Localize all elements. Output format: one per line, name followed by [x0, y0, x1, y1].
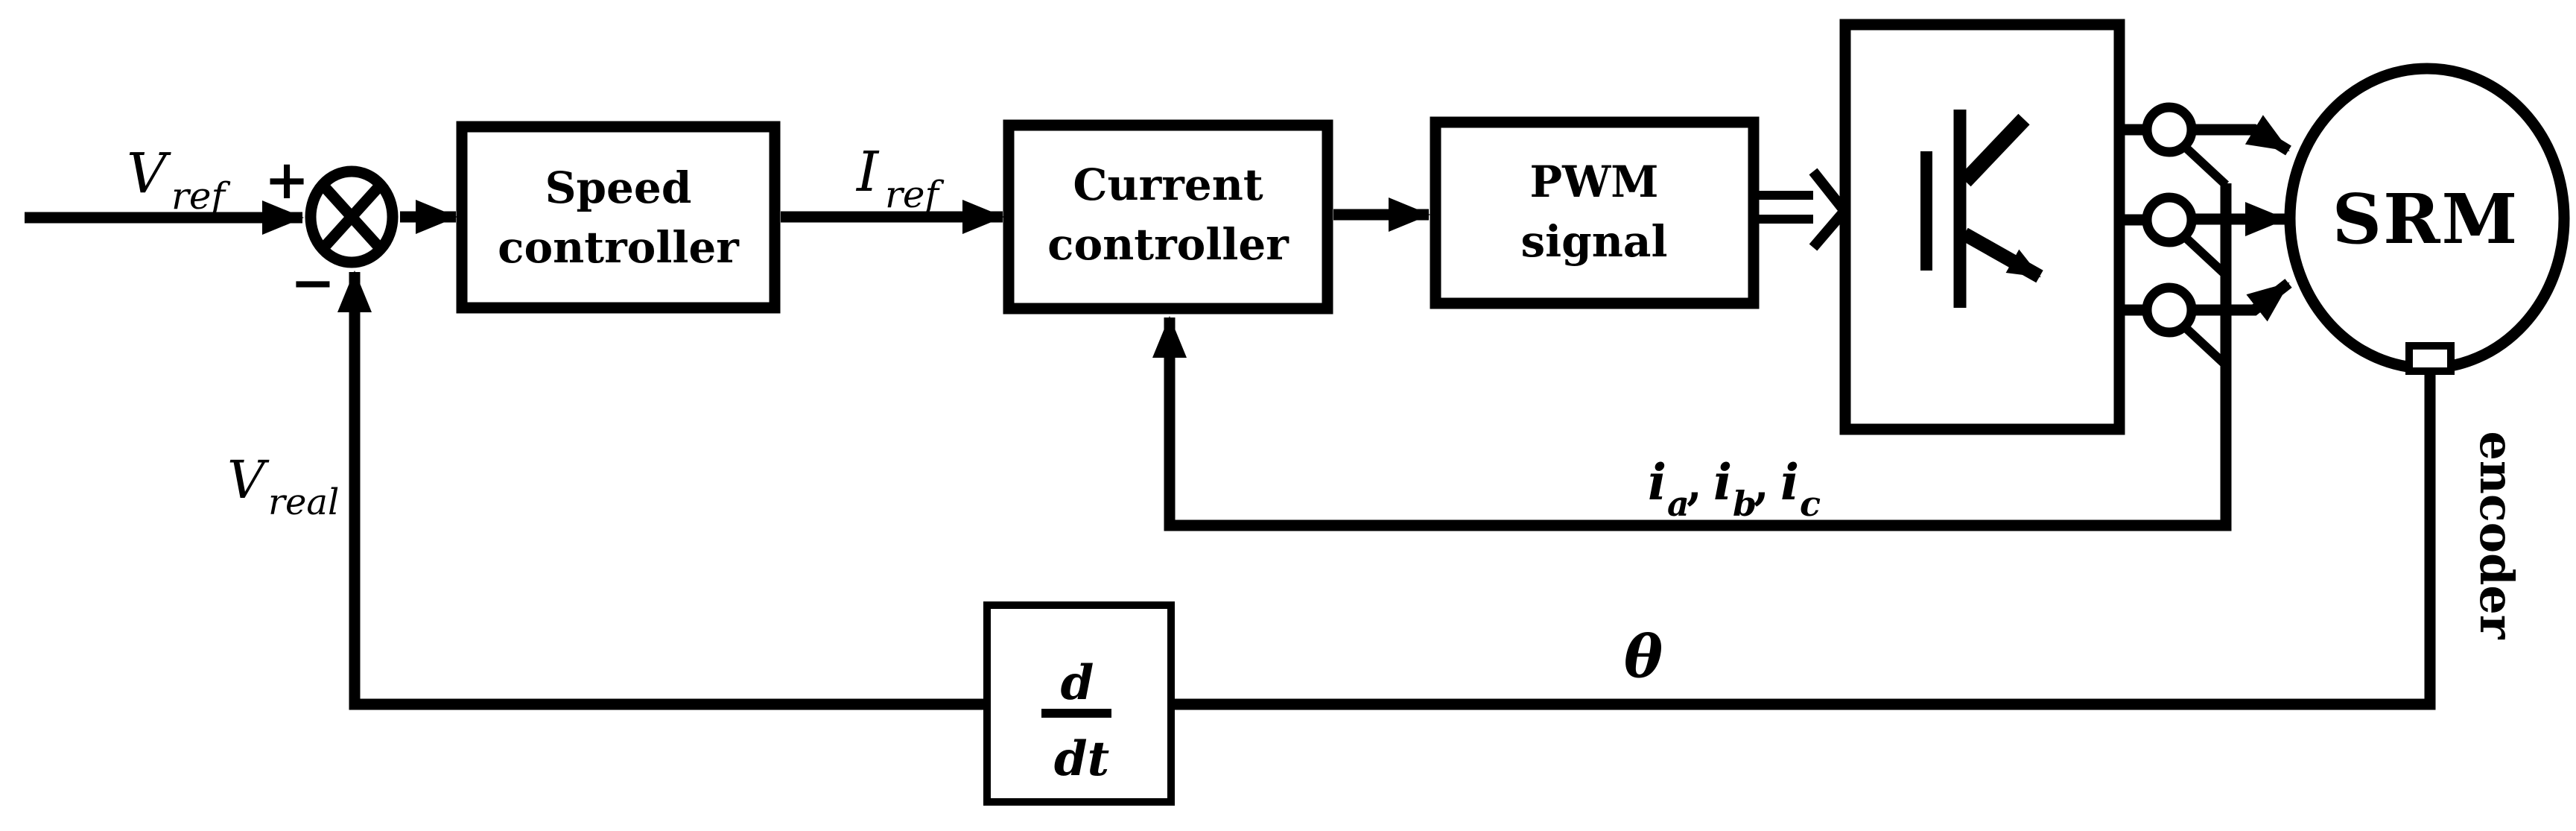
summing-junction-cross: [319, 181, 384, 253]
vreal-subscript: real: [268, 481, 339, 523]
sensor-a-tap-line: [2180, 142, 2230, 189]
sensor-a-icon: [2142, 102, 2197, 157]
ia-main: i: [1648, 453, 1666, 511]
igbt-icon: [1920, 110, 2043, 308]
current-feedback-path: [1152, 183, 2232, 531]
sensor-c-tap-line: [2180, 323, 2230, 369]
comma: ,: [1687, 458, 1702, 511]
sensor-b-tap-line: [2180, 233, 2230, 279]
vref-main: V: [127, 142, 171, 206]
pwm-signal-block: PWM signal: [1430, 116, 1760, 309]
encoder-connector: [2405, 342, 2455, 375]
vref-label: V ref: [127, 142, 230, 218]
ddt-block: d dt: [983, 601, 1175, 806]
vreal-label: V real: [227, 449, 339, 523]
minus-sign: −: [291, 250, 335, 314]
iref-subscript: ref: [885, 173, 944, 216]
current-controller-block: Current controller: [1003, 119, 1333, 315]
ic-subscript: c: [1800, 484, 1821, 524]
ic-main: i: [1780, 453, 1799, 511]
speed-controller-block: Speed controller: [456, 121, 781, 314]
speed-controller-label-line1: Speed: [545, 162, 692, 213]
ddt-numerator: d: [1061, 655, 1094, 711]
comma: ,: [1754, 458, 1769, 511]
ib-main: i: [1713, 453, 1732, 511]
phase-a-to-srm-arrow: [2192, 115, 2291, 156]
speed-controller-label-line2: controller: [498, 222, 740, 273]
theta-label: θ: [1624, 623, 1663, 691]
phase-c-to-srm-arrow: [2192, 279, 2292, 322]
pwm-label-line1: PWM: [1530, 157, 1659, 207]
ia-subscript: a: [1667, 484, 1690, 524]
phase-currents-label: i a , i b , i c: [1648, 453, 1821, 524]
iref-main: I: [855, 140, 880, 204]
inverter-box: [1839, 19, 2125, 435]
speed-controller-box: [456, 121, 781, 314]
iref-label: I ref: [855, 140, 944, 216]
sensor-b-icon: [2142, 192, 2197, 247]
srm-motor: SRM: [2284, 63, 2570, 375]
pwm-label-line2: signal: [1520, 216, 1667, 267]
phase-sensors: [2119, 102, 2230, 369]
current-controller-label-line2: controller: [1047, 219, 1289, 270]
pwm-to-inverter-double-arrow: [1754, 168, 1852, 251]
summing-junction: [305, 165, 399, 268]
sensor-c-icon: [2142, 282, 2197, 338]
ddt-box: [983, 601, 1175, 806]
plus-sign: +: [264, 148, 309, 211]
vref-subscript: ref: [171, 174, 230, 218]
encoder-label: encoder: [2469, 431, 2524, 639]
current-controller-box: [1003, 119, 1333, 315]
theta-feedback-path: [337, 271, 2436, 710]
inverter-block: [1839, 19, 2125, 435]
current-controller-label-line1: Current: [1073, 159, 1263, 210]
srm-label: SRM: [2332, 179, 2519, 259]
pwm-signal-box: [1430, 116, 1760, 309]
ddt-denominator: dt: [1054, 731, 1109, 787]
ib-subscript: b: [1733, 484, 1757, 524]
vreal-main: V: [227, 449, 270, 511]
